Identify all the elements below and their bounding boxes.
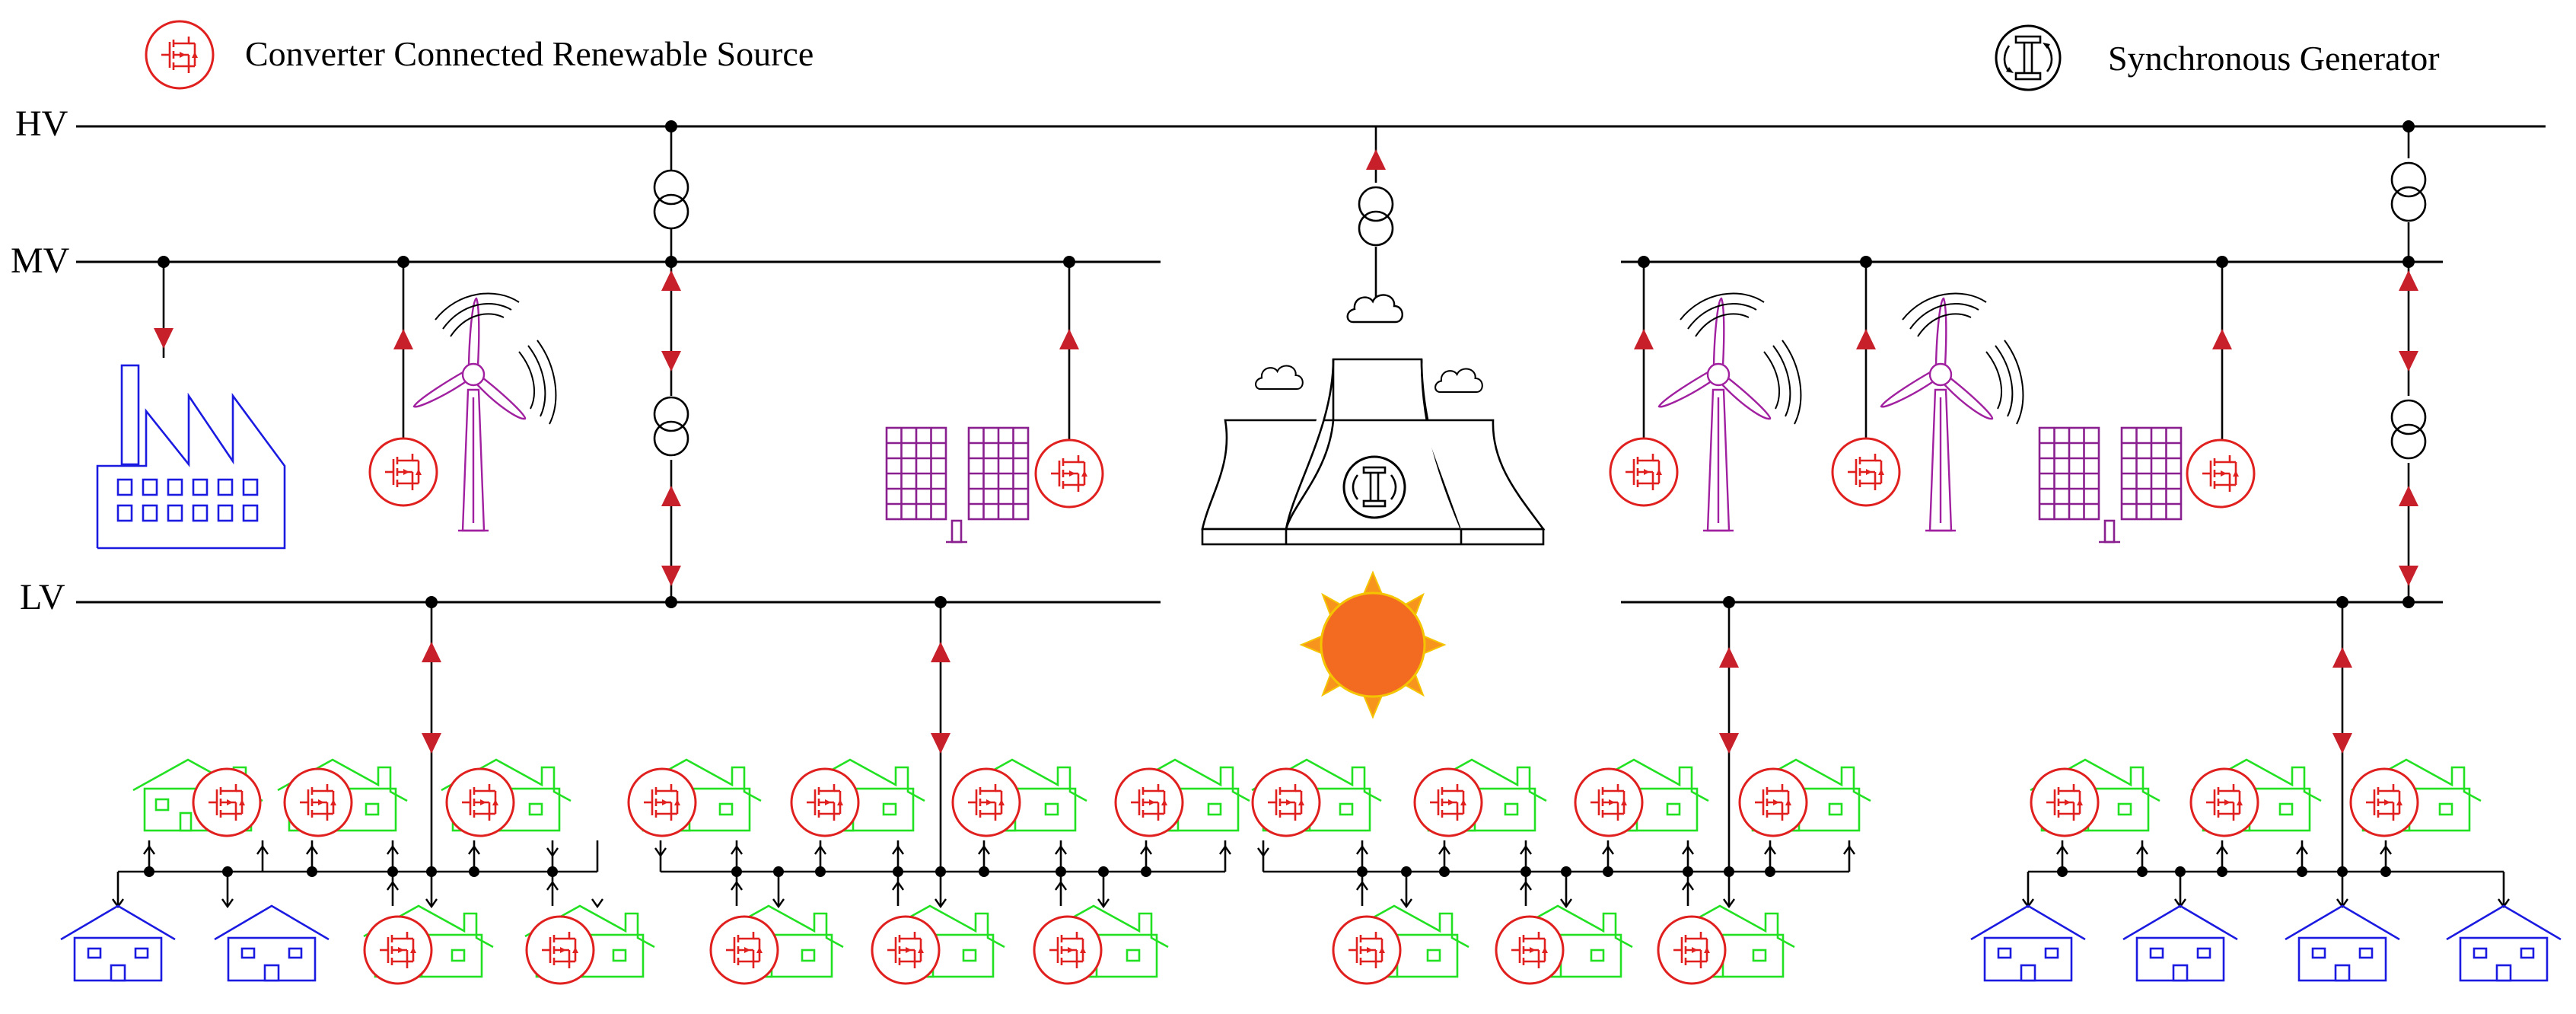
converter-icon <box>790 767 860 837</box>
factory-icon <box>96 364 286 550</box>
sun-icon <box>1299 570 1447 719</box>
converter-icon <box>145 20 215 90</box>
converter-icon <box>1657 915 1727 985</box>
transformer-icon <box>653 396 689 457</box>
converter-icon <box>283 767 353 837</box>
converter-icon <box>1495 915 1565 985</box>
bus-label-hv: HV <box>15 104 68 144</box>
converter-icon <box>2349 767 2419 837</box>
converter-icon <box>363 915 433 985</box>
mv-lv-link-right <box>2390 262 2427 608</box>
converter-icon <box>1251 767 1321 837</box>
converter-icon <box>709 915 779 985</box>
wind-turbine-icon <box>1657 292 1802 532</box>
hv-mv-link-right <box>2390 120 2427 268</box>
converter-icon <box>1609 437 1679 507</box>
wind-turbine-icon <box>1880 292 2024 532</box>
consumer-house-icon <box>59 904 177 982</box>
wind-source-left <box>368 256 557 532</box>
solar-panel-icon <box>885 426 1030 544</box>
solar-source-left <box>885 256 1104 544</box>
transformer-icon <box>653 169 689 230</box>
buses <box>76 125 2546 604</box>
consumer-house-icon <box>213 904 330 982</box>
consumer-house-icon <box>2122 904 2239 982</box>
converter-icon <box>1413 767 1483 837</box>
synchronous-generator-icon <box>1342 455 1406 519</box>
bus-label-mv: MV <box>11 241 70 281</box>
consumer-house-icon <box>2445 904 2562 982</box>
solar-panel-icon <box>2038 426 2183 544</box>
cloud-icon <box>1346 294 1403 324</box>
factory <box>96 256 286 550</box>
converter-icon <box>951 767 1021 837</box>
hv-mv-link-left <box>653 120 689 268</box>
wind-turbine-icon <box>412 292 557 532</box>
transformer-icon <box>1358 186 1394 247</box>
converter-icon <box>368 437 438 507</box>
transformer-icon <box>2390 161 2427 222</box>
converter-icon <box>1574 767 1644 837</box>
converter-icon <box>2189 767 2259 837</box>
synchronous-generator-icon <box>1995 24 2062 91</box>
distribution-feeder-1 <box>59 758 656 985</box>
cloud-icon <box>1434 368 1483 394</box>
consumer-house-icon <box>1969 904 2087 982</box>
converter-icon <box>525 915 595 985</box>
power-plant-icon <box>1201 358 1546 546</box>
converter-icon <box>627 767 697 837</box>
legend-converter-label: Converter Connected Renewable Source <box>245 34 814 73</box>
cloud-icon <box>1254 365 1304 391</box>
wind-source-right-1 <box>1609 256 1802 532</box>
legend: Converter Connected Renewable Source Syn… <box>145 20 2440 91</box>
solar-source-right <box>2038 256 2256 544</box>
transformer-icon <box>2390 399 2427 460</box>
lv-feeder-drops <box>422 596 2352 872</box>
converter-icon <box>2186 438 2256 509</box>
converter-icon <box>871 915 941 985</box>
power-plant <box>1201 126 1546 546</box>
legend-generator-label: Synchronous Generator <box>2108 39 2440 78</box>
converter-icon <box>1831 437 1901 507</box>
converter-icon <box>1332 915 1402 985</box>
wind-source-right-2 <box>1831 256 2024 532</box>
converter-icon <box>1738 767 1808 837</box>
mv-lv-link-left <box>653 262 689 608</box>
converter-icon <box>445 767 515 837</box>
converter-icon <box>1033 915 1103 985</box>
converter-icon <box>1114 767 1184 837</box>
distribution-feeder-2 <box>627 758 1251 985</box>
converter-icon <box>1034 438 1104 509</box>
consumer-house-icon <box>2284 904 2401 982</box>
distribution-feeder-4 <box>1969 758 2562 982</box>
distribution-feeder-3 <box>1250 758 1872 985</box>
bus-label-lv: LV <box>20 577 65 617</box>
converter-icon <box>2030 767 2100 837</box>
converter-icon <box>192 767 262 837</box>
